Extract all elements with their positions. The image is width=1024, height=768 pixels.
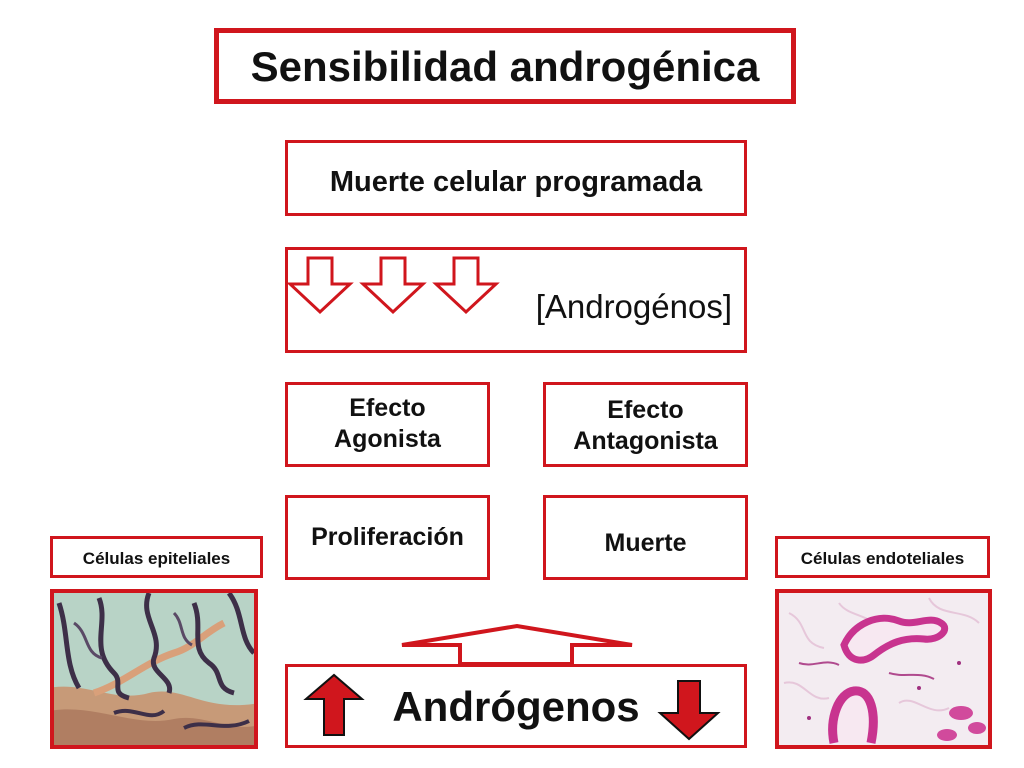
epithelial-caption-box: Células epiteliales (50, 536, 263, 578)
antagonist-line2: Antagonista (573, 427, 718, 456)
proliferation-box: Proliferación (285, 495, 490, 580)
apoptosis-label: Muerte celular programada (329, 166, 703, 198)
proliferation-label: Proliferación (311, 523, 464, 551)
agonist-line2: Agonista (334, 425, 441, 454)
agonist-effect-label: Efecto Agonista (288, 393, 487, 456)
epithelial-histology-drawing (54, 593, 254, 745)
androgens-label: Andrógenos (392, 683, 640, 730)
down-arrow-icon-2 (359, 256, 427, 315)
endothelial-caption: Células endoteliales (800, 549, 965, 568)
down-arrow-icon-3 (432, 256, 500, 315)
diagram-title: Sensibilidad androgénica (250, 43, 760, 90)
up-arrow-icon (303, 673, 365, 736)
antagonist-effect-label: Efecto Antagonista (546, 395, 745, 458)
endothelial-histology-drawing (779, 593, 988, 745)
down-arrows-group (288, 256, 500, 315)
death-label: Muerte (604, 529, 687, 557)
androgen-concentration-box: [Androgénos] (285, 247, 747, 353)
endothelial-histology-image (775, 589, 992, 749)
androgens-arrows (303, 673, 721, 741)
down-arrow-icon-1 (288, 256, 354, 315)
endothelial-caption-box: Células endoteliales (775, 536, 990, 578)
antagonist-effect-box: Efecto Antagonista (543, 382, 748, 467)
antagonist-line1: Efecto (607, 396, 684, 424)
androgens-box: Andrógenos (285, 664, 747, 748)
death-box: Muerte (543, 495, 748, 580)
epithelial-caption: Células epiteliales (82, 549, 231, 568)
epithelial-histology-image (50, 589, 258, 749)
apoptosis-box: Muerte celular programada (285, 140, 747, 216)
androgen-concentration-label: [Androgénos] (535, 288, 732, 325)
title-box: Sensibilidad androgénica (214, 28, 796, 104)
down-arrow-icon (657, 680, 721, 741)
agonist-effect-box: Efecto Agonista (285, 382, 490, 467)
agonist-line1: Efecto (349, 394, 426, 422)
